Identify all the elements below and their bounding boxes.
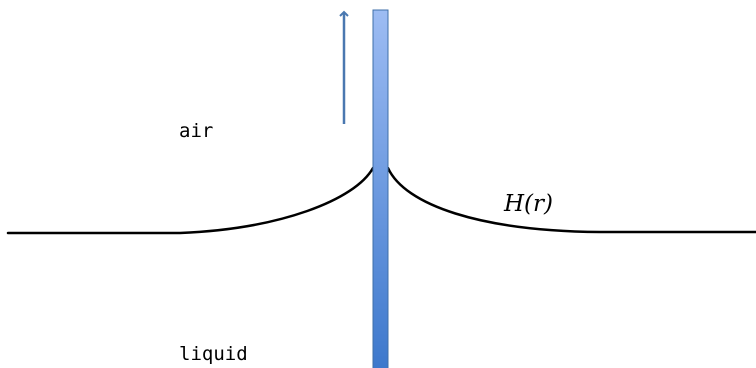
interface-right <box>386 166 756 234</box>
interface-left <box>6 166 375 235</box>
profile-label: H(r) <box>503 191 553 217</box>
air-label: air <box>179 120 213 142</box>
liquid-label: liquid <box>179 343 248 365</box>
fiber <box>372 9 389 368</box>
